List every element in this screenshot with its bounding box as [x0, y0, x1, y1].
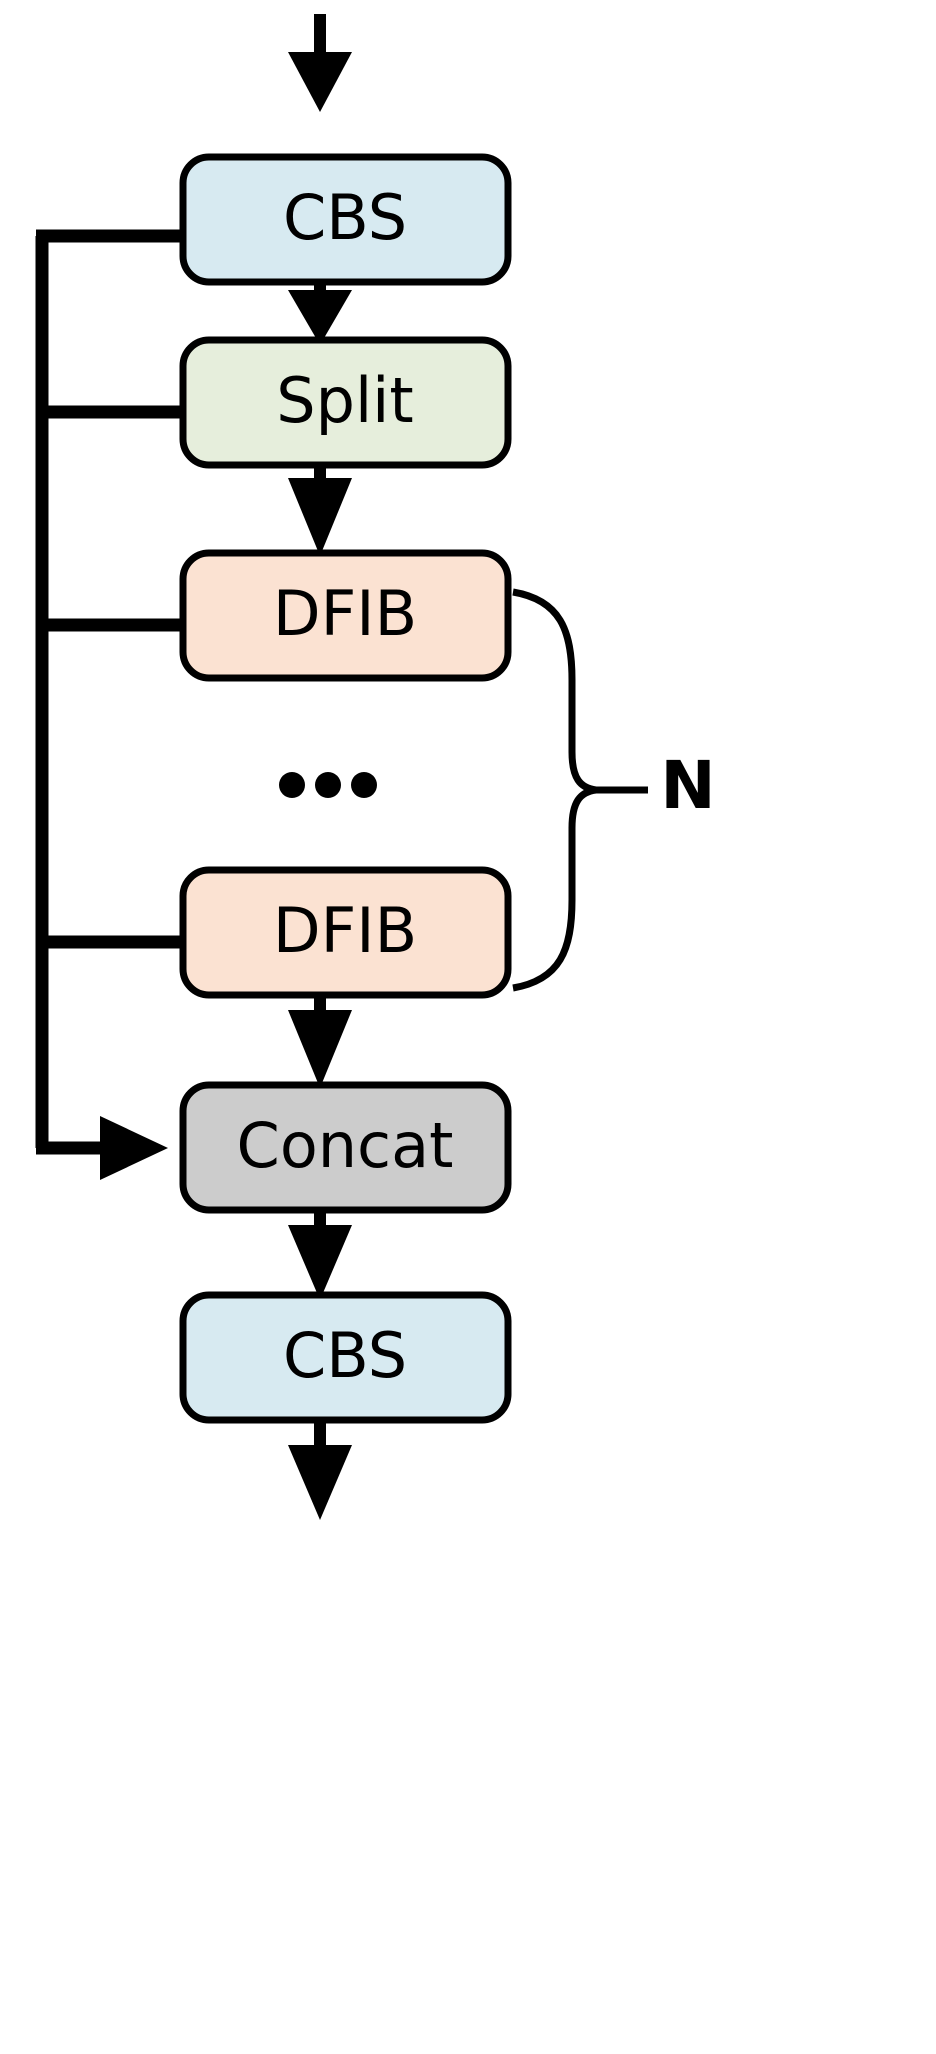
arrow-dfib-to-concat	[288, 993, 352, 1088]
arrow-split-to-dfib-1	[288, 463, 352, 556]
node-split-shape	[179, 336, 512, 469]
node-cbs-top-label: CBS	[283, 181, 407, 254]
node-cbs-top-shape	[179, 153, 512, 286]
node-dfib-last-shape	[179, 866, 512, 999]
skip-connection-bus	[35, 229, 186, 1180]
skip-arrowhead	[100, 1116, 168, 1180]
node-cbs-bottom-shape	[179, 1291, 512, 1424]
arrow-cbs-to-split	[288, 280, 352, 345]
ellipsis-dots	[279, 772, 377, 798]
node-split-label: Split	[276, 364, 413, 437]
arrow-concat-to-cbs	[288, 1208, 352, 1300]
node-concat[interactable]: Concat	[179, 1081, 512, 1214]
node-dfib-first-label: DFIB	[273, 577, 417, 650]
input-arrow	[288, 14, 352, 112]
node-dfib-last-label: DFIB	[273, 894, 417, 967]
node-dfib-last[interactable]: DFIB	[179, 866, 512, 999]
node-concat-shape	[179, 1081, 512, 1214]
output-arrow	[288, 1418, 352, 1520]
node-cbs-top[interactable]: CBS	[179, 153, 512, 286]
node-cbs-bottom[interactable]: CBS	[179, 1291, 512, 1424]
node-cbs-bottom-label: CBS	[283, 1319, 407, 1392]
node-dfib-first[interactable]: DFIB	[179, 549, 512, 682]
repeat-bracket: N	[512, 588, 716, 992]
node-dfib-first-shape	[179, 549, 512, 682]
node-split[interactable]: Split	[179, 336, 512, 469]
node-concat-label: Concat	[237, 1109, 454, 1182]
repeat-count-label: N	[660, 747, 715, 824]
